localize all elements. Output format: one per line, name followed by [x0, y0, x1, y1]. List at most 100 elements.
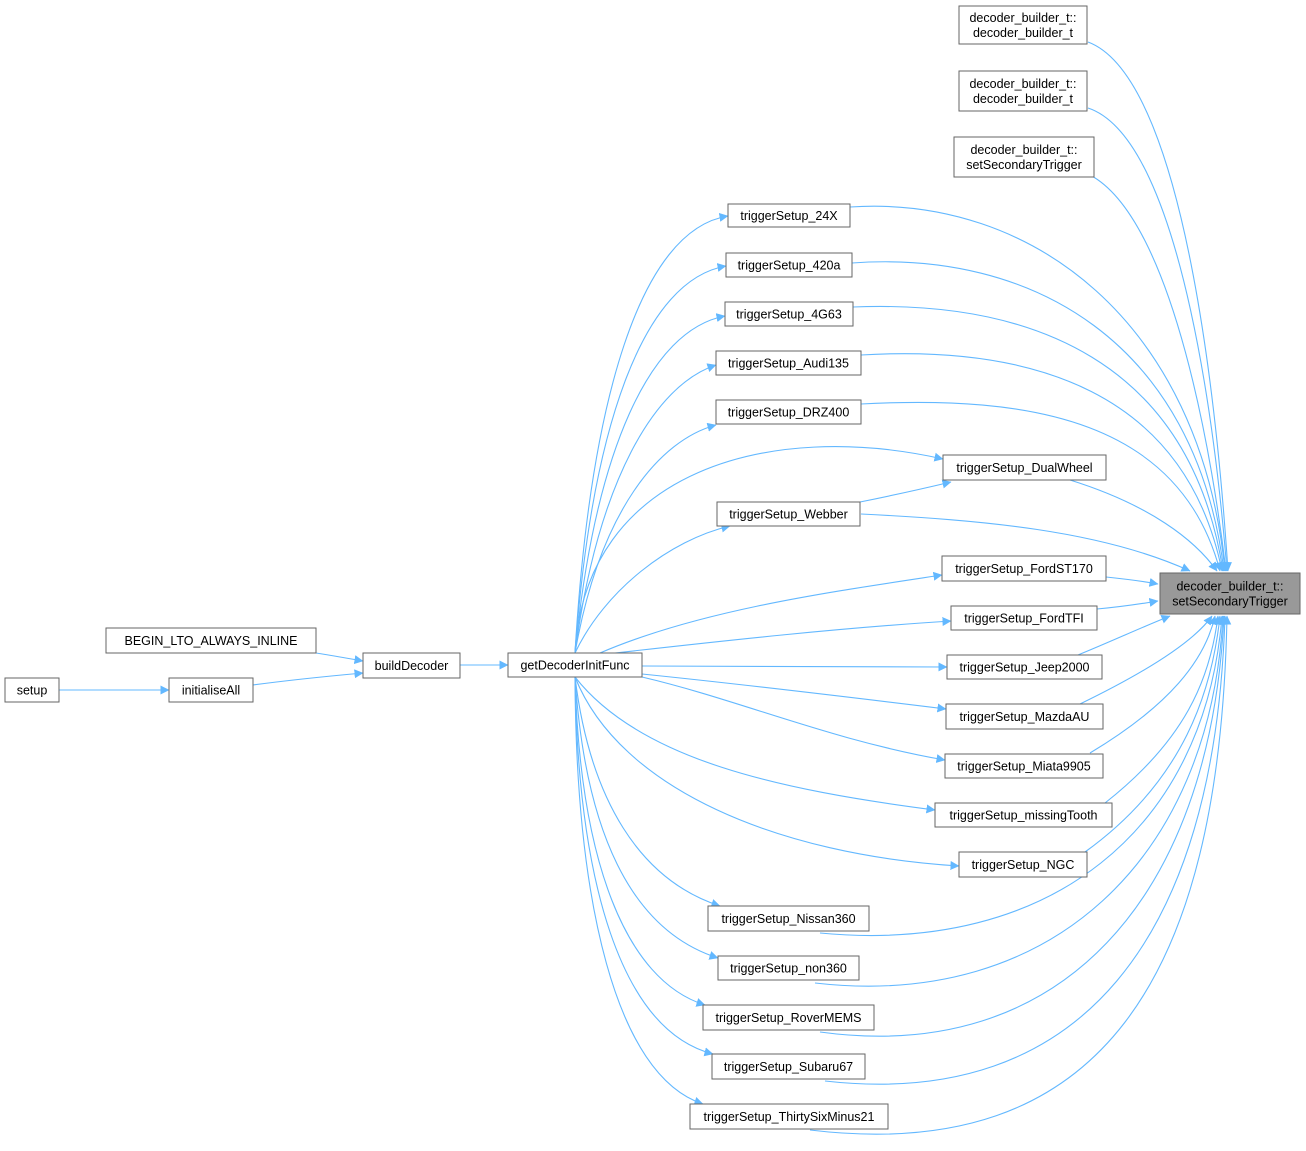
node-t420a[interactable]: triggerSetup_420a	[725, 252, 853, 278]
node-label: triggerSetup_DualWheel	[956, 461, 1092, 475]
node-sst[interactable]: decoder_builder_t::setSecondaryTrigger	[953, 136, 1095, 178]
node-box	[724, 301, 854, 327]
node-tfordtfi[interactable]: triggerSetup_FordTFI	[950, 605, 1098, 631]
edge-tjeep-to-target	[1077, 614, 1171, 656]
node-trover[interactable]: triggerSetup_RoverMEMS	[702, 1004, 875, 1031]
edge-getdec-to-twebber	[574, 523, 731, 654]
edge-tngc-to-target	[1084, 615, 1224, 853]
node-label: triggerSetup_non360	[730, 962, 847, 976]
edge-tnissan-to-target	[819, 615, 1226, 937]
node-getdec[interactable]: getDecoderInitFunc	[507, 652, 643, 678]
node-box	[945, 703, 1104, 730]
edge-twebber-to-target	[860, 513, 1191, 572]
node-twebber[interactable]: triggerSetup_Webber	[716, 501, 861, 527]
edge-sst-to-target	[1089, 174, 1230, 572]
node-label: decoder_builder_t::	[970, 143, 1077, 157]
edge-t420a-to-target	[851, 261, 1228, 572]
node-box	[717, 955, 860, 981]
node-box	[689, 1103, 889, 1130]
node-lto[interactable]: BEGIN_LTO_ALWAYS_INLINE	[105, 627, 317, 654]
node-label: triggerSetup_420a	[738, 259, 841, 273]
edge-tmazda-to-target	[1079, 615, 1213, 705]
edge-getdec-to-tfordtfi	[614, 617, 952, 654]
node-label: triggerSetup_24X	[740, 209, 838, 223]
node-label: triggerSetup_NGC	[972, 858, 1075, 872]
node-label: triggerSetup_missingTooth	[950, 809, 1098, 823]
node-tmissing[interactable]: triggerSetup_missingTooth	[934, 802, 1113, 828]
node-tdual[interactable]: triggerSetup_DualWheel	[942, 454, 1107, 481]
node-box	[958, 851, 1088, 878]
node-box	[716, 501, 861, 527]
node-tsubaru[interactable]: triggerSetup_Subaru67	[711, 1053, 866, 1080]
edge-getdec-to-tmazda	[641, 673, 947, 713]
node-label: decoder_builder_t	[973, 92, 1074, 106]
node-label: triggerSetup_Webber	[729, 508, 848, 522]
node-ctor2[interactable]: decoder_builder_t::decoder_builder_t	[958, 70, 1088, 112]
edge-ctor1-to-target	[1087, 41, 1232, 572]
node-label: triggerSetup_FordST170	[955, 562, 1093, 576]
node-tmazda[interactable]: triggerSetup_MazdaAU	[945, 703, 1104, 730]
node-tngc[interactable]: triggerSetup_NGC	[958, 851, 1088, 878]
node-label: setSecondaryTrigger	[966, 158, 1082, 172]
node-t4g63[interactable]: triggerSetup_4G63	[724, 301, 854, 327]
node-label: triggerSetup_4G63	[736, 308, 842, 322]
edge-getdec-to-tthirty	[574, 676, 704, 1106]
node-t24x[interactable]: triggerSetup_24X	[727, 203, 851, 228]
node-box	[702, 1004, 875, 1031]
edge-lto-to-build	[315, 652, 364, 665]
node-box	[711, 1053, 866, 1080]
node-tfordst[interactable]: triggerSetup_FordST170	[941, 555, 1107, 582]
edge-t4g63-to-target	[852, 305, 1227, 572]
edge-getdec-to-tngc	[574, 676, 960, 870]
node-taudi[interactable]: triggerSetup_Audi135	[715, 350, 862, 376]
node-box	[958, 5, 1088, 45]
edge-getdec-to-tnissan	[574, 676, 721, 908]
edge-tmiata-to-target	[1089, 615, 1218, 754]
node-tdrz[interactable]: triggerSetup_DRZ400	[715, 399, 862, 425]
edge-tmissing-to-target	[1104, 615, 1222, 804]
node-box	[1159, 572, 1301, 615]
edge-tdrz-to-target	[860, 401, 1223, 572]
node-label: triggerSetup_Nissan360	[721, 912, 855, 926]
node-label: getDecoderInitFunc	[520, 659, 629, 673]
node-label: BEGIN_LTO_ALWAYS_INLINE	[125, 634, 298, 648]
node-box	[725, 252, 853, 278]
node-ctor1[interactable]: decoder_builder_t::decoder_builder_t	[958, 5, 1088, 45]
edge-layer	[58, 41, 1232, 1135]
node-label: triggerSetup_RoverMEMS	[716, 1011, 862, 1025]
edge-getdec-to-tmissing	[574, 676, 936, 814]
edge-getdec-to-tsubaru	[574, 676, 714, 1057]
node-label: triggerSetup_DRZ400	[728, 406, 850, 420]
node-layer: decoder_builder_t::setSecondaryTriggerde…	[4, 5, 1301, 1130]
node-label: decoder_builder_t::	[1176, 580, 1283, 594]
node-build[interactable]: buildDecoder	[362, 652, 461, 679]
node-label: decoder_builder_t::	[969, 77, 1076, 91]
edge-tdual-to-target	[1069, 479, 1218, 572]
node-box	[707, 905, 870, 932]
node-initall[interactable]: initialiseAll	[168, 677, 254, 703]
node-tthirty[interactable]: triggerSetup_ThirtySixMinus21	[689, 1103, 889, 1130]
node-label: triggerSetup_MazdaAU	[960, 710, 1090, 724]
edge-getdec-to-tnon360	[574, 676, 719, 960]
node-tnon360[interactable]: triggerSetup_non360	[717, 955, 860, 981]
node-label: buildDecoder	[375, 659, 449, 673]
edge-ctor2-to-target	[1087, 107, 1231, 572]
node-setup[interactable]: setup	[4, 677, 60, 703]
node-tmiata[interactable]: triggerSetup_Miata9905	[944, 753, 1104, 779]
edge-getdec-to-t4g63	[574, 313, 726, 654]
node-box	[507, 652, 643, 678]
edge-getdec-to-taudi	[574, 363, 717, 654]
node-box	[946, 654, 1103, 680]
node-box	[362, 652, 461, 679]
node-tnissan[interactable]: triggerSetup_Nissan360	[707, 905, 870, 932]
node-label: triggerSetup_Miata9905	[957, 760, 1090, 774]
node-label: setup	[17, 684, 48, 698]
node-box	[715, 350, 862, 376]
node-label: triggerSetup_Audi135	[728, 357, 849, 371]
node-box	[941, 555, 1107, 582]
node-box	[934, 802, 1113, 828]
node-tjeep[interactable]: triggerSetup_Jeep2000	[946, 654, 1103, 680]
node-target[interactable]: decoder_builder_t::setSecondaryTrigger	[1159, 572, 1301, 615]
edge-tsubaru-to-target	[824, 615, 1230, 1085]
